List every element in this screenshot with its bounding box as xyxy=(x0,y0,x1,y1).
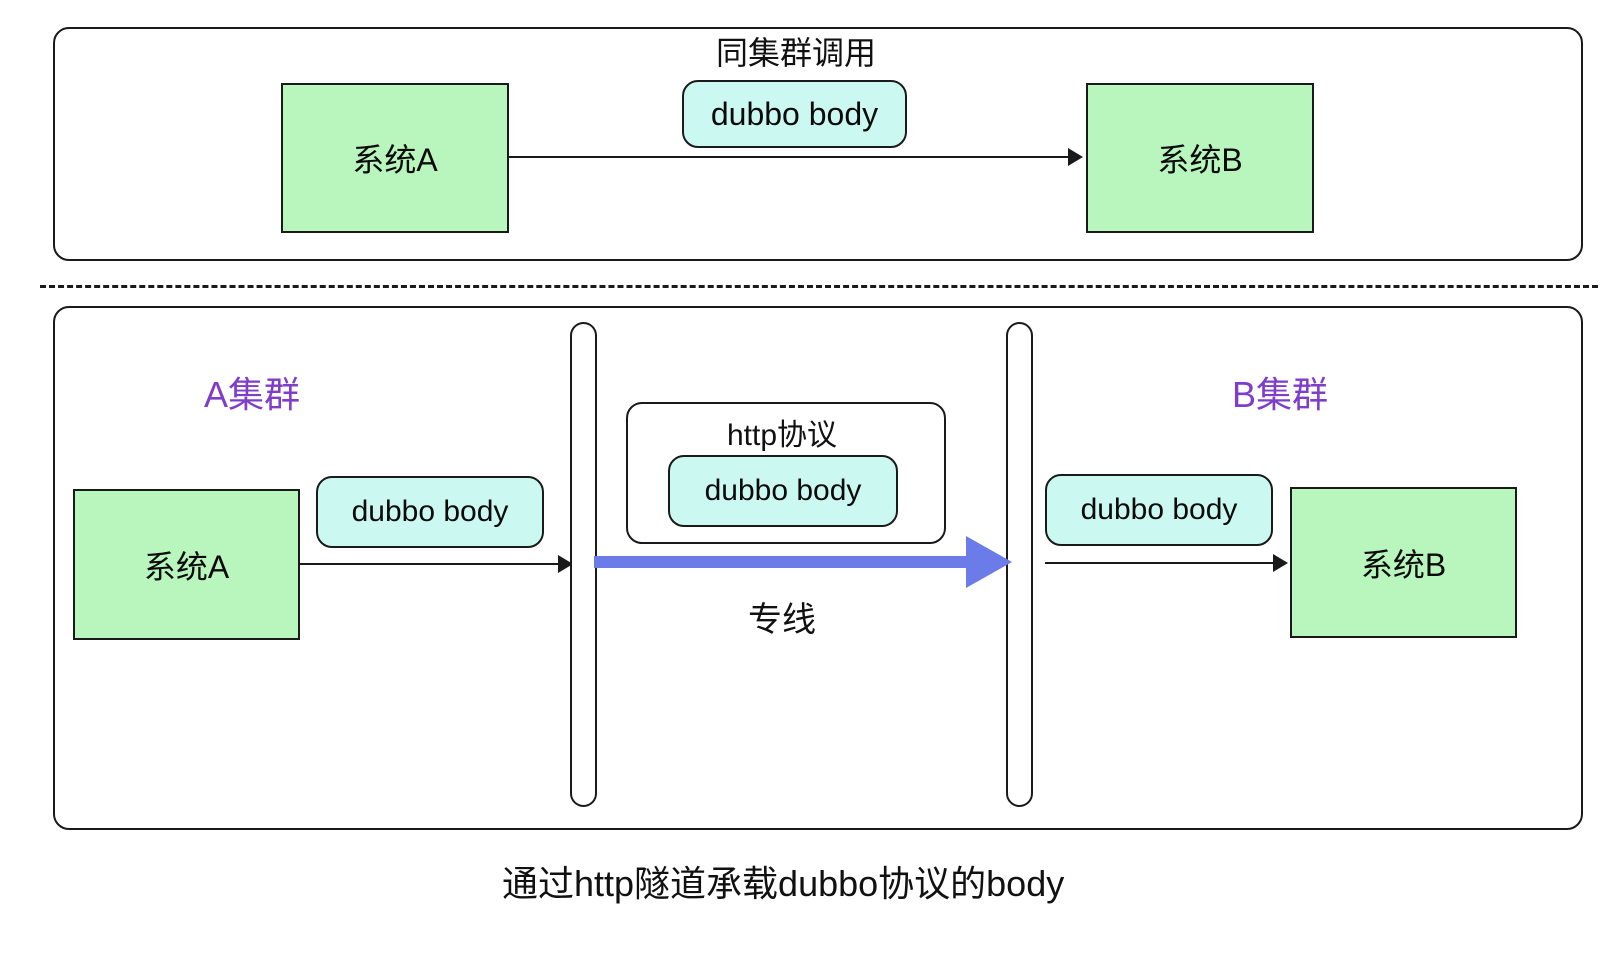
bottom-left-arrow-shaft xyxy=(300,563,558,566)
top-system-b-label: 系统B xyxy=(1157,142,1243,178)
panel-divider xyxy=(40,285,1598,288)
bottom-right-dubbo-body-label: dubbo body xyxy=(1080,493,1238,526)
dedicated-line-shaft xyxy=(594,556,966,568)
bottom-right-dubbo-body-box[interactable]: dubbo body xyxy=(1045,474,1273,546)
bottom-left-dubbo-body-label: dubbo body xyxy=(351,495,509,528)
bottom-right-arrow-shaft xyxy=(1045,562,1273,565)
bottom-left-dubbo-body-box[interactable]: dubbo body xyxy=(316,476,544,548)
bottom-left-arrow-head xyxy=(558,555,573,573)
top-dubbo-body-box[interactable]: dubbo body xyxy=(682,80,907,148)
dedicated-line-label: 专线 xyxy=(748,601,816,639)
cluster-label-b: B集群 xyxy=(1232,374,1329,415)
http-protocol-label: http协议 xyxy=(727,419,838,452)
top-system-a-box[interactable]: 系统A xyxy=(281,83,509,233)
top-call-arrow-head xyxy=(1068,148,1083,166)
tunnel-wall-left xyxy=(570,322,597,807)
figure-caption: 通过http隧道承载dubbo协议的body xyxy=(502,863,1065,904)
tunnel-dubbo-body-box[interactable]: dubbo body xyxy=(668,455,898,527)
bottom-right-arrow-head xyxy=(1273,554,1288,572)
cluster-label-a: A集群 xyxy=(204,374,301,415)
top-call-arrow-shaft xyxy=(509,156,1068,159)
dedicated-line-arrow-head xyxy=(966,536,1012,588)
top-panel-title: 同集群调用 xyxy=(716,35,877,71)
bottom-system-b-label: 系统B xyxy=(1360,546,1447,583)
bottom-system-b-box[interactable]: 系统B xyxy=(1290,487,1517,638)
bottom-system-a-box[interactable]: 系统A xyxy=(73,489,300,640)
bottom-system-a-label: 系统A xyxy=(143,548,230,585)
tunnel-dubbo-body-label: dubbo body xyxy=(704,474,862,507)
top-system-a-label: 系统A xyxy=(352,142,438,178)
top-system-b-box[interactable]: 系统B xyxy=(1086,83,1314,233)
top-dubbo-body-label: dubbo body xyxy=(710,95,879,132)
